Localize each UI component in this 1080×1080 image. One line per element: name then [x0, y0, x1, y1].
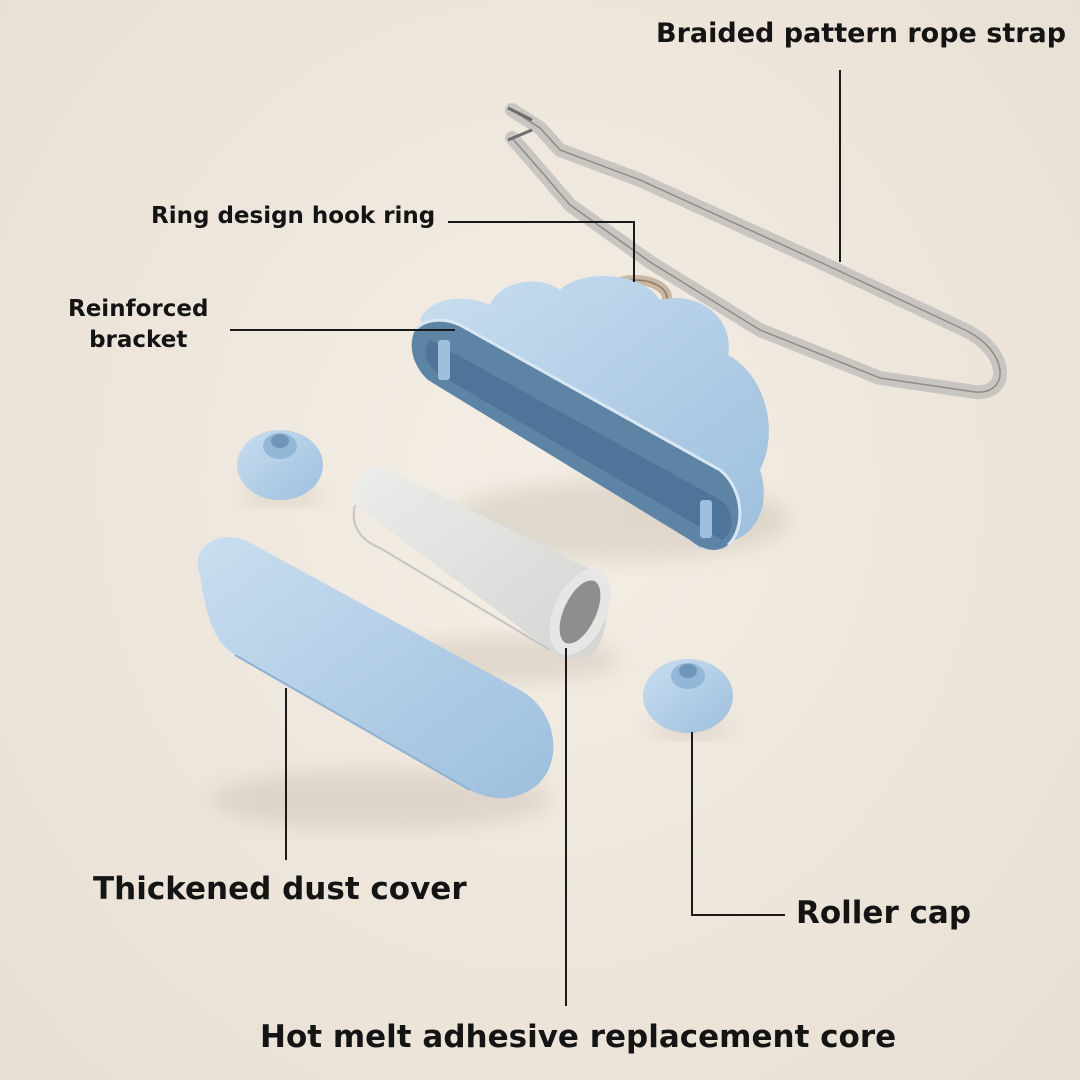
roller-cap-right [643, 659, 733, 738]
label-bracket-line2: bracket [89, 327, 188, 354]
cloud-shaped-holder [411, 276, 769, 550]
leader-hook-ring [448, 221, 635, 282]
bracket-left [438, 340, 450, 380]
label-reinforced-bracket: Reinforced bracket [68, 294, 208, 356]
dust-cover [197, 537, 554, 830]
bracket-right [700, 500, 712, 538]
label-hook-ring: Ring design hook ring [151, 203, 436, 229]
roller-cap-left [237, 430, 323, 505]
rope-strap [505, 103, 1007, 400]
label-adhesive-core: Hot melt adhesive replacement core [260, 1019, 897, 1055]
label-rope-strap: Braided pattern rope strap [656, 18, 1067, 49]
leader-lines [230, 70, 841, 1006]
label-bracket-line1: Reinforced [68, 296, 209, 322]
strap-clip [507, 106, 533, 142]
label-roller-cap: Roller cap [796, 895, 972, 931]
label-dust-cover: Thickened dust cover [93, 871, 467, 907]
leader-roller-cap [691, 732, 785, 916]
